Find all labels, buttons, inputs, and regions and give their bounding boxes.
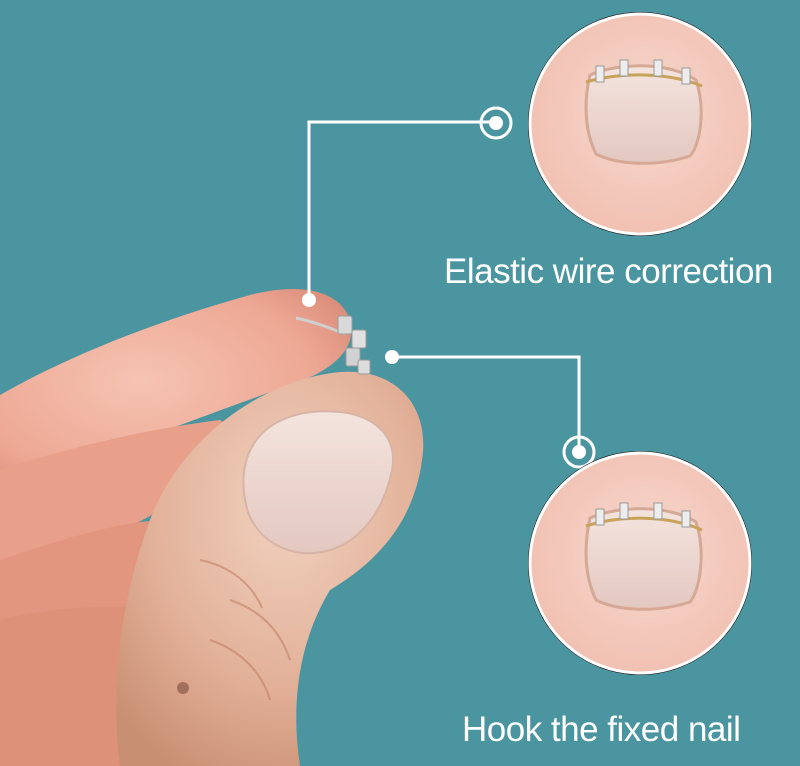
thumb (116, 371, 424, 766)
toenail-hook-closeup-icon (528, 451, 752, 675)
caption-fixed-nail-hook: Hook the fixed nail (462, 710, 741, 749)
callout-dot-middle (385, 350, 399, 364)
callout-lines (307, 120, 581, 448)
toenail-brace-closeup-icon (528, 12, 752, 236)
callout-target-bottom (562, 435, 596, 469)
caption-elastic-wire: Elastic wire correction (444, 252, 773, 291)
index-finger (0, 288, 352, 495)
callout-dot-top (302, 293, 316, 307)
brace-device (295, 315, 371, 375)
callout-target-top (479, 106, 513, 140)
